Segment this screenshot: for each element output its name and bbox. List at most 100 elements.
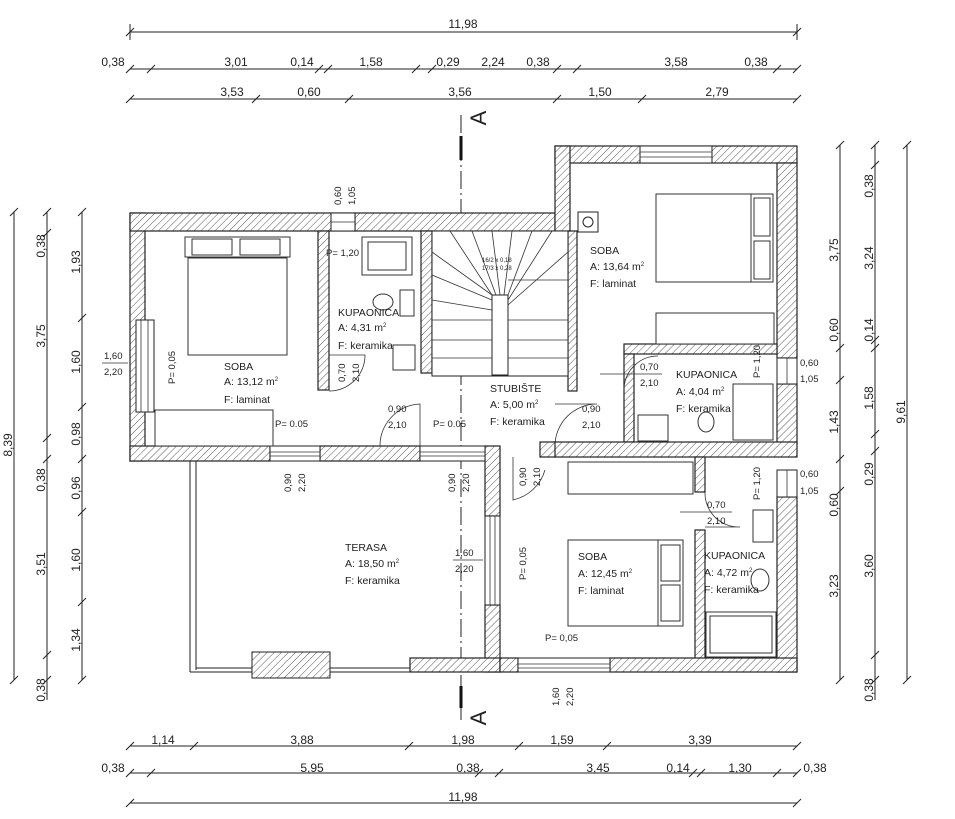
svg-text:A: 4,31 m2: A: 4,31 m2 (338, 322, 387, 334)
dim-top-row2-ticks (125, 64, 802, 74)
dim-top-r3-3: 1,50 (588, 85, 612, 99)
kupaonica-top-area: A: 4,31 m (338, 322, 383, 334)
walls (129, 145, 798, 673)
dim-left-i-4: 1,60 (69, 548, 83, 572)
dim-right-i-1: 0,60 (827, 318, 841, 342)
win-top-kup-w: 0,60 (333, 187, 344, 206)
dim-right-i-2: 1,43 (827, 410, 841, 434)
room-soba-left: SOBA A: 13,12 m2 F: laminat (224, 361, 279, 406)
stairs-spec-2: 17/3 x 0,28 (482, 266, 512, 272)
win-bottom-w: 1,60 (551, 688, 562, 707)
opening-labels: 1,60 2,20 P= 0,05 P= 0.05 P= 0.05 P= 0,0… (102, 187, 819, 707)
kupaonica-mid-name: KUPAONICA (676, 369, 737, 381)
kupaonica-bottom-floor: F: keramika (704, 584, 759, 596)
dim-right-i-4: 3,23 (827, 574, 841, 598)
terrace-outline (189, 461, 410, 679)
dim-left-o-1: 3,75 (34, 324, 48, 348)
door-kup-top-h: 2,10 (351, 364, 362, 383)
terasa-name: TERASA (345, 542, 387, 554)
dim-bot-r1-3: 1,59 (550, 733, 574, 747)
door-terrace-right-w: 0,90 (447, 474, 458, 493)
room-soba-right: SOBA A: 13,64 m2 F: laminat (590, 245, 645, 290)
windows (135, 145, 798, 673)
soba-right-area: A: 13,64 m (590, 261, 641, 273)
door-terrace-left-h: 2,20 (297, 474, 308, 493)
room-kupaonica-top: KUPAONICA A: 4,31 m2 F: keramika (338, 307, 399, 352)
p-kup-mid: P= 1,20 (752, 345, 763, 378)
dim-bot-r2-6: 0,38 (803, 761, 827, 775)
dim-right-total: 9,61 (894, 400, 908, 424)
win-right-low-h: 1,05 (800, 486, 819, 497)
dim-left-i-0: 1,93 (69, 250, 83, 274)
dim-bot-r2-3: 3,45 (586, 761, 610, 775)
win-terrace-side-h: 2,20 (455, 564, 474, 575)
dim-bot-r2-5: 1,30 (728, 761, 752, 775)
p-hall: P= 0.05 (433, 419, 466, 430)
door-kup-mid-w: 0,70 (640, 362, 659, 373)
svg-text:A: 4,72 m2: A: 4,72 m2 (704, 567, 753, 579)
door-right-hall-w: 0,90 (582, 404, 601, 415)
furniture (154, 193, 777, 658)
win-left-w: 1,60 (104, 351, 123, 362)
dim-bot-r2-0: 0,38 (101, 761, 125, 775)
kupaonica-mid-area: A: 4,04 m (676, 386, 721, 398)
dim-left-o-0: 0,38 (34, 234, 48, 258)
staircase: 16/2 x 0,18 17/3 x 0,28 (431, 230, 569, 377)
dim-top-r2-7: 3,58 (664, 55, 688, 69)
dim-right-o-3: 1,58 (862, 386, 876, 410)
dim-left-i-2: 0,98 (69, 422, 83, 446)
svg-text:A: 18,50 m2: A: 18,50 m2 (345, 558, 400, 570)
dim-top-r2-4: 0,29 (436, 55, 460, 69)
p-soba-left: P= 0.05 (275, 419, 308, 430)
door-terrace-right-h: 2,20 (461, 474, 472, 493)
kupaonica-bottom-name: KUPAONICA (704, 550, 765, 562)
dim-top-total: 11,98 (448, 17, 477, 31)
stubiste-name: STUBIŠTE (490, 382, 541, 395)
dim-left-i-5: 1,34 (69, 628, 83, 652)
dim-bot-r1-4: 3,39 (688, 733, 712, 747)
dim-bot-r2-2: 0,38 (456, 761, 480, 775)
door-stair-w: 0,90 (518, 468, 529, 487)
dim-right-o-5: 3,60 (862, 554, 876, 578)
p-soba-bottom: P= 0,05 (545, 633, 578, 644)
dim-right-i-0: 3,75 (827, 238, 841, 262)
win-right-mid-h: 1,05 (800, 374, 819, 385)
soba-left-name: SOBA (224, 361, 253, 373)
dim-bot-total: 11,98 (448, 790, 477, 804)
svg-text:A: 5,00 m2: A: 5,00 m2 (490, 399, 539, 411)
dim-right-o-0: 0,38 (862, 174, 876, 198)
terasa-area: A: 18,50 m (345, 558, 396, 570)
stairs-spec-1: 16/2 x 0,18 (482, 258, 512, 264)
dim-left-o-4: 0,38 (34, 678, 48, 702)
dim-right-o-1: 3,24 (862, 246, 876, 270)
soba-left-floor: F: laminat (224, 394, 270, 406)
room-kupaonica-mid: KUPAONICA A: 4,04 m2 F: keramika (676, 369, 737, 415)
dim-top-r2-6: 0,38 (526, 55, 550, 69)
room-soba-bottom: SOBA A: 12,45 m2 F: laminat (578, 551, 633, 597)
svg-text:A: 12,45 m2: A: 12,45 m2 (578, 568, 633, 580)
dim-left-o-3: 3,51 (34, 552, 48, 576)
door-kup-top-w: 0,70 (337, 364, 348, 383)
door-kup-bottom-h: 2,10 (707, 516, 726, 527)
win-top-kup-h: 1,05 (347, 187, 358, 206)
dim-bot-r2-1: 5,95 (300, 761, 324, 775)
svg-text:A: 13,64 m2: A: 13,64 m2 (590, 261, 645, 273)
door-soba-left-w: 0,90 (388, 404, 407, 415)
p-kup-bottom: P= 1,20 (752, 467, 763, 500)
door-kup-bottom-w: 0,70 (707, 500, 726, 511)
room-labels: SOBA A: 13,12 m2 F: laminat KUPAONICA A:… (224, 245, 765, 597)
room-kupaonica-bottom: KUPAONICA A: 4,72 m2 F: keramika (704, 550, 765, 596)
dim-right-i-3: 0,60 (827, 493, 841, 517)
p-terrace-side: P= 0,05 (518, 547, 529, 580)
dim-top-r3-4: 2,79 (705, 85, 729, 99)
dim-right-o-2: 0,14 (862, 318, 876, 342)
door-soba-left-h: 2,10 (388, 420, 407, 431)
dim-bot-r1-1: 3,88 (290, 733, 314, 747)
svg-text:A: 4,04 m2: A: 4,04 m2 (676, 386, 725, 398)
dim-top-r2-3: 1,58 (359, 55, 383, 69)
dim-left-i-3: 0,96 (69, 476, 83, 500)
dim-left-o-2: 0,38 (34, 468, 48, 492)
door-kup-mid-h: 2,10 (640, 378, 659, 389)
kupaonica-mid-floor: F: keramika (676, 403, 731, 415)
section-label-bottom: A (466, 710, 491, 725)
